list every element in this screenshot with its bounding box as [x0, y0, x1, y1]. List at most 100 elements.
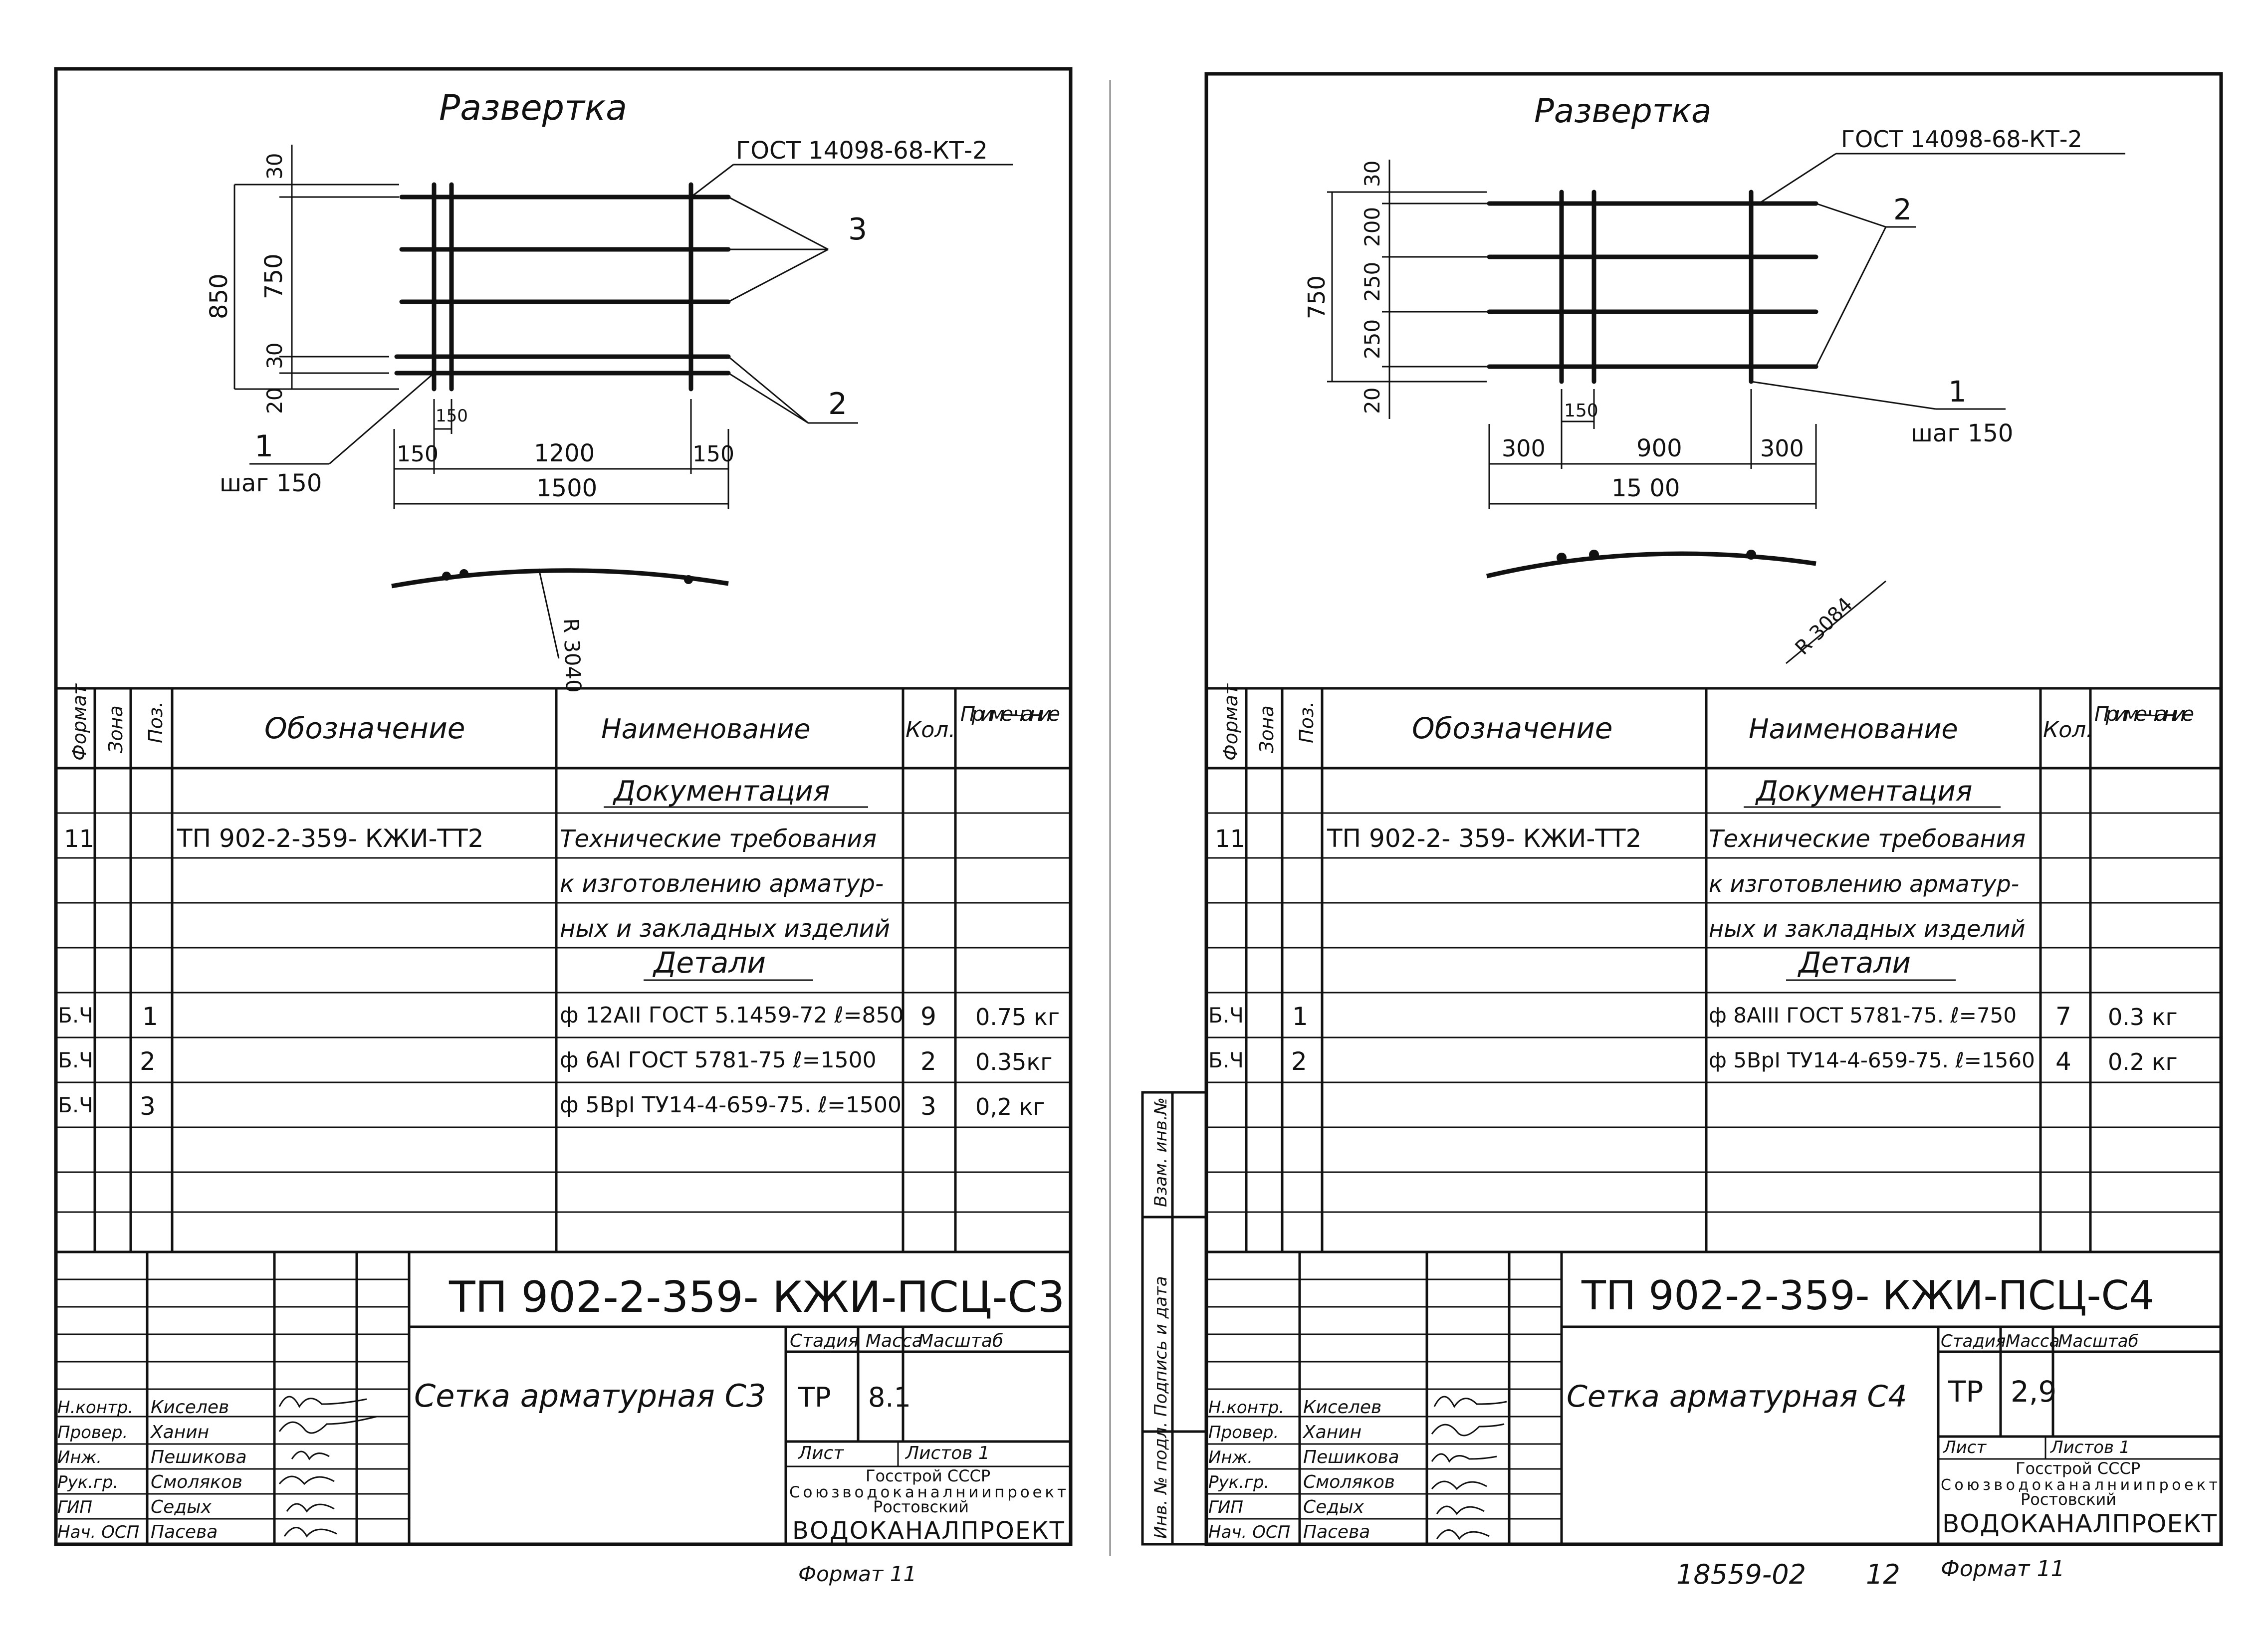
right-tb-scale-h: Масштаб: [2058, 1331, 2139, 1351]
left-step-label: шаг 150: [220, 469, 322, 497]
right-name-2: Пешикова: [1303, 1447, 1399, 1467]
left-hdr-designation: Обозначение: [264, 711, 465, 745]
right-dim-20: 20: [1360, 388, 1384, 414]
right-hdr-name: Наименование: [1749, 713, 1958, 745]
left-pos-3: 3: [848, 212, 867, 247]
left-row3-name: ф 5ВрI ТУ14-4-659-75. ℓ=1500: [560, 1092, 902, 1118]
right-pos-2: 2: [1893, 193, 1912, 226]
sheet-right-frame: [1204, 72, 2223, 1546]
right-hdr-qty: Кол.: [2043, 717, 2093, 743]
left-name-1: Ханин: [150, 1422, 209, 1443]
left-tb-sheets-h: Листов 1: [905, 1443, 990, 1463]
right-dim-30: 30: [1360, 161, 1384, 187]
right-tb-name: Сетка арматурная С4: [1567, 1379, 1907, 1414]
right-tb-stage-h: Стадия: [1941, 1331, 2006, 1351]
left-gost-label: ГОСТ 14098-68-КТ-2: [736, 137, 988, 165]
left-tb-org1: Госстрой СССР: [866, 1466, 990, 1485]
left-name-5: Пасева: [151, 1522, 218, 1542]
table-row: Б.Ч 2 ф 6АI ГОСТ 5781-75 ℓ=1500 2 0.35кг: [58, 1047, 1052, 1076]
left-tb-sheet-h: Лист: [797, 1443, 844, 1463]
left-hdr-zone: Зона: [105, 705, 127, 753]
right-row1-qty: 7: [2055, 1002, 2071, 1031]
right-role-3: Рук.гр.: [1208, 1472, 1269, 1492]
right-role-0: Н.контр.: [1208, 1398, 1284, 1418]
left-doc-name1: Технические требования: [560, 825, 877, 853]
right-hdr-format: Формат: [1220, 683, 1242, 761]
left-role-0: Н.контр.: [57, 1398, 133, 1418]
left-tb-mass: 8.1: [868, 1382, 911, 1413]
right-tb-sheets-h: Листов 1: [2049, 1438, 2130, 1457]
right-radius: R 3084: [1791, 593, 1857, 659]
left-pos-1: 1: [254, 429, 273, 464]
right-tb-org1: Госстрой СССР: [2016, 1459, 2140, 1478]
left-name-2: Пешикова: [151, 1447, 247, 1467]
right-hdr-note: Приме-чание: [2094, 703, 2194, 726]
right-pos-1: 1: [1948, 375, 1967, 409]
right-gost-label: ГОСТ 14098-68-КТ-2: [1841, 126, 2082, 153]
right-role-5: Нач. ОСП: [1208, 1522, 1290, 1542]
right-doc-name1: Технические требования: [1709, 825, 2026, 853]
right-footer-format: Формат 11: [1941, 1556, 2065, 1582]
left-name-4: Седых: [151, 1497, 212, 1517]
right-side-stamp: Взам. инв.№ Подпись и дата Инв. № подл.: [1141, 1091, 1208, 1546]
right-role-1: Провер.: [1208, 1423, 1279, 1443]
left-name-0: Киселев: [151, 1397, 229, 1418]
right-name-3: Смоляков: [1303, 1472, 1395, 1492]
left-dim-1500: 1500: [536, 474, 597, 502]
right-dim-300a: 300: [1502, 435, 1546, 462]
left-row2-format: Б.Ч: [58, 1048, 93, 1072]
right-dim-250b: 250: [1360, 319, 1384, 359]
left-hdr-pos: Поз.: [145, 701, 167, 743]
left-dim-30b: 30: [262, 343, 287, 369]
right-title-block: ТП 902-2-359- КЖИ-ПСЦ-С4 Сетка арматурна…: [1205, 1250, 2223, 1546]
left-arc: [391, 568, 729, 589]
right-tb-mass: 2,9: [2011, 1375, 2056, 1409]
table-row: Б.Ч 2 ф 5ВрI ТУ14-4-659-75. ℓ=1560 4 0.2…: [1208, 1047, 2178, 1076]
right-tb-org4: ВОДОКАНАЛПРОЕКТ: [1942, 1509, 2217, 1538]
right-sec-docs: Документация: [1755, 775, 1972, 808]
right-role-4: ГИП: [1208, 1497, 1243, 1517]
right-row2-format: Б.Ч: [1208, 1048, 1244, 1072]
right-spec-table: Формат Зона Поз. Обозначение Наименовани…: [1205, 683, 2223, 1253]
left-signatures: [278, 1396, 377, 1538]
right-tb-sheet-h: Лист: [1942, 1438, 1987, 1457]
right-hdr-zone: Зона: [1256, 705, 1278, 753]
right-hdr-pos: Поз.: [1296, 701, 1318, 743]
right-dim-1500: 15 00: [1611, 474, 1680, 502]
left-dim-850: 850: [205, 273, 233, 319]
right-dim-250a: 250: [1360, 262, 1384, 302]
left-tb-org4: ВОДОКАНАЛПРОЕКТ: [792, 1517, 1065, 1545]
left-row3-pos: 3: [140, 1092, 156, 1121]
left-dim-750: 750: [260, 253, 288, 299]
right-footer-number: 18559-02: [1676, 1559, 1806, 1590]
right-name-5: Пасева: [1303, 1522, 1370, 1542]
right-stamp-a: Взам. инв.№: [1151, 1097, 1171, 1207]
right-row1-pos: 1: [1292, 1002, 1308, 1031]
left-drawing-title: Развертка: [439, 87, 627, 128]
left-row2-note: 0.35кг: [975, 1048, 1052, 1075]
right-drawing-title: Развертка: [1534, 92, 1712, 130]
right-name-4: Седых: [1303, 1497, 1364, 1517]
left-dim-20: 20: [262, 388, 287, 414]
left-row3-format: Б.Ч: [58, 1093, 93, 1117]
left-doc-format: 11: [64, 825, 94, 853]
right-dim-900: 900: [1636, 434, 1682, 462]
left-hdr-note: Приме-чание: [960, 703, 1060, 726]
left-hdr-name: Наименование: [601, 713, 811, 745]
left-dim-150b: 150: [397, 441, 439, 467]
left-row2-pos: 2: [140, 1047, 156, 1076]
table-row: Б.Ч 1 ф 12АII ГОСТ 5.1459-72 ℓ=850 9 0.7…: [58, 1002, 1060, 1031]
right-doc-designation: ТП 902-2- 359- КЖИ-ТТ2: [1327, 824, 1641, 853]
left-row1-format: Б.Ч: [58, 1003, 93, 1028]
left-dim-150a: 150: [436, 406, 468, 426]
left-row3-qty: 3: [920, 1092, 936, 1121]
right-stamp-b: Подпись и дата: [1151, 1276, 1171, 1417]
left-sec-parts: Детали: [652, 946, 766, 980]
right-row1-name: ф 8АIII ГОСТ 5781-75. ℓ=750: [1709, 1003, 2017, 1028]
right-row2-name: ф 5ВрI ТУ14-4-659-75. ℓ=1560: [1709, 1048, 2035, 1072]
left-sec-docs: Документация: [612, 775, 830, 808]
left-role-3: Рук.гр.: [57, 1472, 118, 1492]
left-tb-name: Сетка арматурная С3: [414, 1378, 766, 1414]
sheet-left: Развертка ГОСТ 14098-68-КТ-2 3 2 1 шаг 1…: [54, 67, 1073, 1586]
